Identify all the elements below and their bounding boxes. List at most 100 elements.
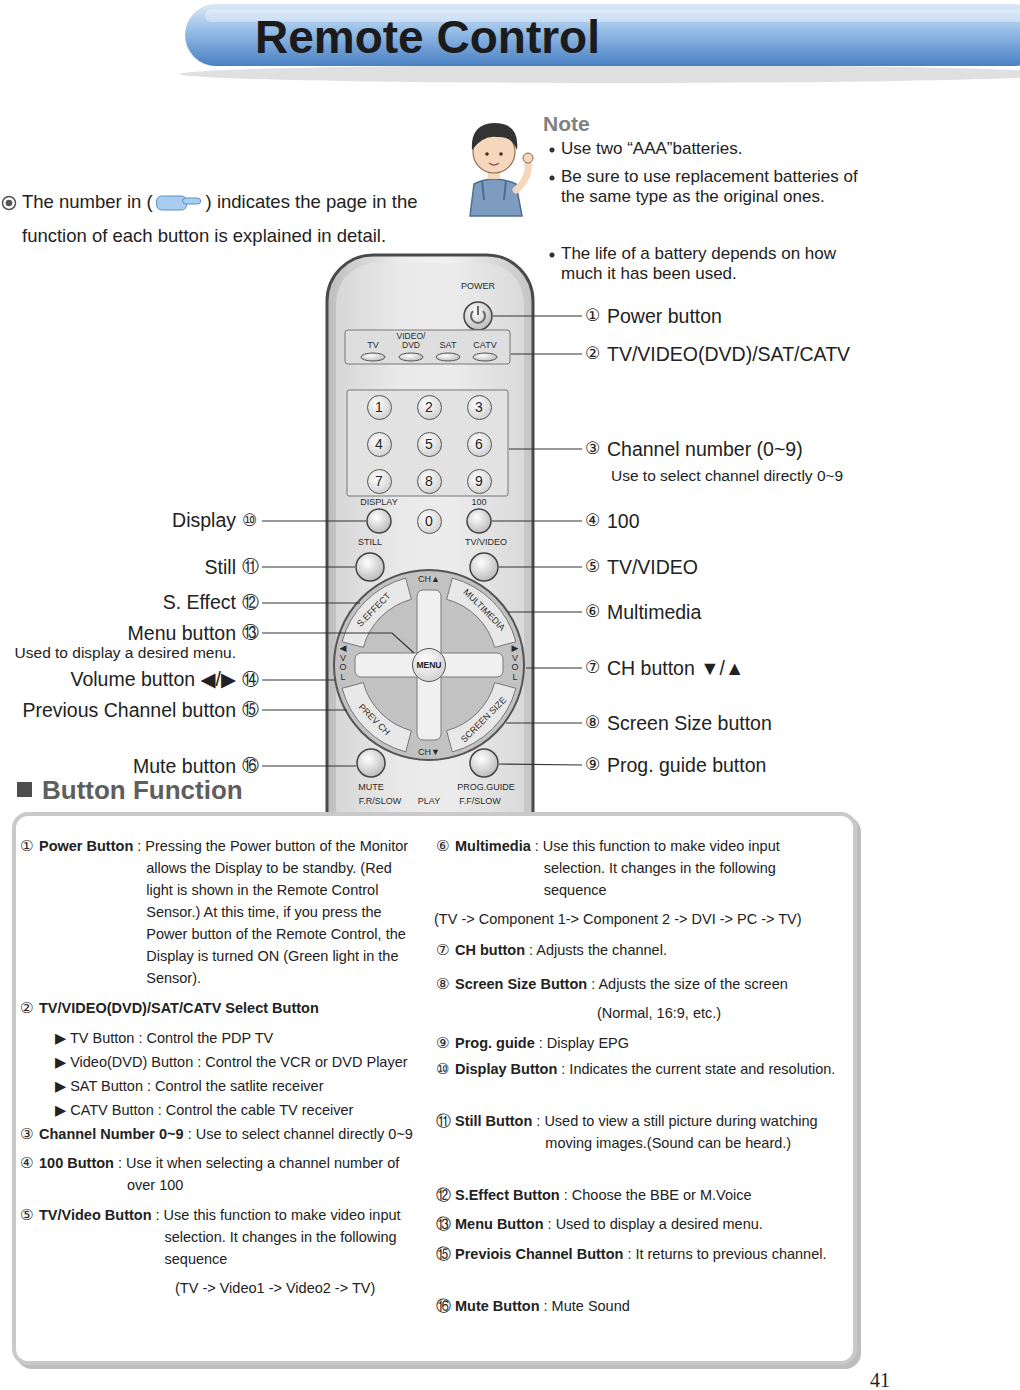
label-holder: ⑮ bbox=[242, 700, 259, 720]
hand-finger bbox=[183, 198, 201, 204]
callout-label: Volume button ◀/▶ bbox=[70, 668, 236, 690]
number-key: 2 bbox=[417, 395, 442, 420]
label-holder: ② bbox=[585, 344, 600, 364]
callout-label: TV/VIDEO(DVD)/SAT/CATV bbox=[607, 343, 850, 365]
callout-number: ④ bbox=[20, 1152, 39, 1174]
source-strip bbox=[345, 330, 510, 364]
function-text: ▶ TV Button : Control the PDP TV bbox=[55, 1027, 418, 1049]
callout-label: Menu button bbox=[128, 622, 236, 644]
intro-text: ) indicates the page in the bbox=[206, 191, 418, 212]
callout-number: ③ bbox=[585, 439, 600, 459]
callout-label: Prog. guide button bbox=[607, 754, 766, 776]
number-key: 3 bbox=[467, 395, 492, 420]
label-holder: ① bbox=[585, 306, 600, 326]
button-label: POWER bbox=[461, 281, 495, 292]
callout-number: ④ bbox=[585, 511, 600, 531]
note-item: The life of a battery depends on how muc… bbox=[548, 244, 868, 283]
intro-text: function of each button is explained in … bbox=[22, 225, 386, 246]
label-holder: CH▲ bbox=[418, 574, 440, 585]
button-label: F.R/SLOW bbox=[359, 796, 402, 807]
function-row: ⑨Prog. guide: Display EPG bbox=[436, 1032, 836, 1054]
number-key: 9 bbox=[467, 469, 492, 494]
function-name: Display Button bbox=[455, 1058, 557, 1080]
function-row: ②TV/VIDEO(DVD)/SAT/CATV Select Button bbox=[20, 997, 418, 1019]
heading-holder: Button Function bbox=[42, 774, 243, 806]
remote-control: POWERTVVIDEO/ DVDSATCATVDISPLAY100STILLT… bbox=[327, 255, 533, 865]
label-holder: MUTE bbox=[358, 782, 384, 793]
label-holder: Be sure to use replacement batteries of … bbox=[548, 167, 868, 206]
page-title: Remote Control bbox=[255, 11, 600, 63]
leader-line bbox=[499, 764, 582, 765]
label-holder: PLAY bbox=[418, 796, 440, 807]
label-holder: F.R/SLOW bbox=[359, 796, 402, 807]
label-holder: ④ bbox=[585, 511, 600, 531]
label-holder: SAT bbox=[440, 340, 457, 351]
label-holder: S. Effect bbox=[163, 591, 236, 613]
button-label: ▶VOL bbox=[511, 644, 520, 682]
callout-label: 100 bbox=[607, 510, 640, 532]
callout-label: CH button ▼/▲ bbox=[607, 657, 744, 679]
intro-bullet bbox=[3, 197, 16, 210]
remote-housing bbox=[327, 255, 533, 865]
leader-line bbox=[262, 679, 335, 680]
label-holder: TV/VIDEO bbox=[607, 556, 698, 578]
key-label: 3 bbox=[475, 400, 483, 414]
callout-label: S. Effect bbox=[163, 591, 236, 613]
function-row: ①Power Button: Pressing the Power button… bbox=[20, 835, 418, 989]
function-text: ▶ SAT Button : Control the satlite recei… bbox=[55, 1075, 418, 1097]
power-key bbox=[464, 302, 492, 330]
source-key bbox=[399, 353, 423, 361]
label-holder: 100 bbox=[607, 510, 640, 532]
function-text: : It returns to previous channel. bbox=[627, 1243, 836, 1265]
callout-label: Screen Size button bbox=[607, 712, 772, 734]
function-name: Prog. guide bbox=[455, 1032, 535, 1054]
function-text: ▶ Video(DVD) Button : Control the VCR or… bbox=[55, 1051, 418, 1073]
button-label: S.EFFECT bbox=[355, 591, 394, 630]
label-holder: CH▼ bbox=[418, 747, 440, 758]
key-label: 5 bbox=[425, 437, 433, 451]
button-label: SAT bbox=[440, 340, 457, 351]
label-holder: ⑦ bbox=[585, 658, 600, 678]
callout-number: ⑯ bbox=[436, 1295, 455, 1317]
guide-key bbox=[470, 749, 498, 777]
function-name: TV/Video Button bbox=[39, 1204, 152, 1226]
button-label: ◀VOL bbox=[339, 644, 348, 682]
callout-number: ⑫ bbox=[242, 593, 259, 613]
label-holder: TV bbox=[367, 340, 379, 351]
label-holder: TV/VIDEO(DVD)/SAT/CATV bbox=[607, 343, 850, 365]
power-symbol bbox=[477, 306, 479, 315]
button-label: MULTIMEDIA bbox=[461, 587, 508, 634]
function-text: : Adjusts the channel. bbox=[529, 939, 836, 961]
function-text: ▶ CATV Button : Control the cable TV rec… bbox=[55, 1099, 418, 1121]
number-key: 5 bbox=[417, 432, 442, 457]
label-holder: ⑫ bbox=[242, 593, 259, 613]
leader-lines bbox=[262, 316, 582, 766]
callout-number: ⑬ bbox=[436, 1213, 455, 1235]
label-holder: Screen Size button bbox=[607, 712, 772, 734]
button-label: TV bbox=[367, 340, 379, 351]
button-label: MUTE bbox=[358, 782, 384, 793]
function-text: (TV -> Video1 -> Video2 -> TV) bbox=[175, 1277, 418, 1299]
button-label: DISPLAY bbox=[360, 497, 397, 508]
number-key: 7 bbox=[367, 469, 392, 494]
button-label: SCREEN SIZE bbox=[459, 695, 509, 745]
callout-label: Still bbox=[205, 556, 236, 578]
label-holder: ⑤ bbox=[585, 557, 600, 577]
button-label: VIDEO/ DVD bbox=[393, 332, 429, 350]
leader-line bbox=[526, 667, 582, 668]
function-row: ⑤TV/Video Button: Use this function to m… bbox=[20, 1204, 418, 1270]
callout-number: ⑨ bbox=[436, 1032, 455, 1054]
button-label: PROG.GUIDE bbox=[457, 782, 515, 793]
label-holder: POWER bbox=[461, 281, 495, 292]
function-name: Menu Button bbox=[455, 1213, 544, 1235]
panel-heading: Button Function bbox=[42, 774, 243, 806]
leader-line bbox=[262, 633, 414, 653]
function-row: ▶ SAT Button : Control the satlite recei… bbox=[55, 1075, 418, 1097]
label-holder: CH button ▼/▲ bbox=[607, 657, 744, 679]
display-key bbox=[367, 509, 391, 533]
function-row: (TV -> Component 1-> Component 2 -> DVI … bbox=[434, 908, 836, 930]
cartoon-overalls bbox=[470, 179, 522, 216]
label-holder: ⑪ bbox=[242, 557, 259, 577]
source-key bbox=[473, 353, 497, 361]
function-row: ⑫S.Effect Button: Choose the BBE or M.Vo… bbox=[436, 1184, 836, 1206]
